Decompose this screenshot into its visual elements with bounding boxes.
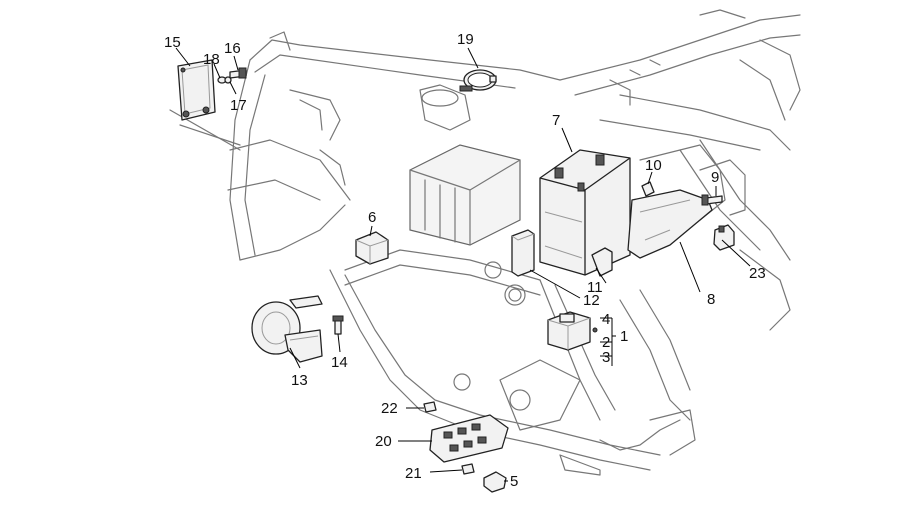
part-17-bolt <box>224 76 232 84</box>
part-19-clamp <box>459 69 497 92</box>
label-7: 7 <box>552 112 560 129</box>
label-16: 16 <box>224 40 241 57</box>
label-19: 19 <box>457 31 474 48</box>
label-11: 11 <box>587 279 603 296</box>
label-2: 2 <box>602 334 610 351</box>
label-23: 23 <box>749 265 766 282</box>
part-1-regulator <box>547 311 591 351</box>
part-23-relay <box>713 224 735 251</box>
label-8: 8 <box>707 291 715 308</box>
label-3: 3 <box>602 349 610 366</box>
part-20-plate <box>429 414 509 463</box>
part-5-cap <box>483 471 507 493</box>
part-2-bolt <box>592 327 598 333</box>
part-14-bolt <box>332 315 344 335</box>
part-16-screw <box>229 67 247 79</box>
label-5: 5 <box>510 473 518 490</box>
part-8-holder <box>627 189 713 259</box>
label-21: 21 <box>405 465 422 482</box>
label-9: 9 <box>711 169 719 186</box>
label-18: 18 <box>203 51 220 68</box>
label-10: 10 <box>645 157 662 174</box>
label-6: 6 <box>368 209 376 226</box>
part-7-battery <box>539 149 631 276</box>
part-10-clip <box>641 181 655 197</box>
callout-labels: 15 18 16 17 19 7 10 9 6 23 11 8 12 4 1 2… <box>164 31 766 490</box>
motorcycle-frame <box>169 9 801 476</box>
part-15-cover <box>177 59 216 121</box>
part-12-spacer <box>511 229 535 277</box>
label-12: 12 <box>583 292 600 309</box>
label-13: 13 <box>291 372 308 389</box>
label-17: 17 <box>230 97 247 114</box>
label-1: 1 <box>620 328 628 345</box>
part-13-horn <box>251 295 323 363</box>
label-20: 20 <box>375 433 392 450</box>
label-22: 22 <box>381 400 398 417</box>
part-22-nut <box>423 401 437 413</box>
label-4: 4 <box>602 311 610 328</box>
label-14: 14 <box>331 354 348 371</box>
part-6-sensor <box>355 231 389 265</box>
part-9-screw <box>701 194 723 206</box>
leader-lines <box>175 47 751 482</box>
part-21-nut <box>461 463 475 475</box>
label-15: 15 <box>164 34 181 51</box>
